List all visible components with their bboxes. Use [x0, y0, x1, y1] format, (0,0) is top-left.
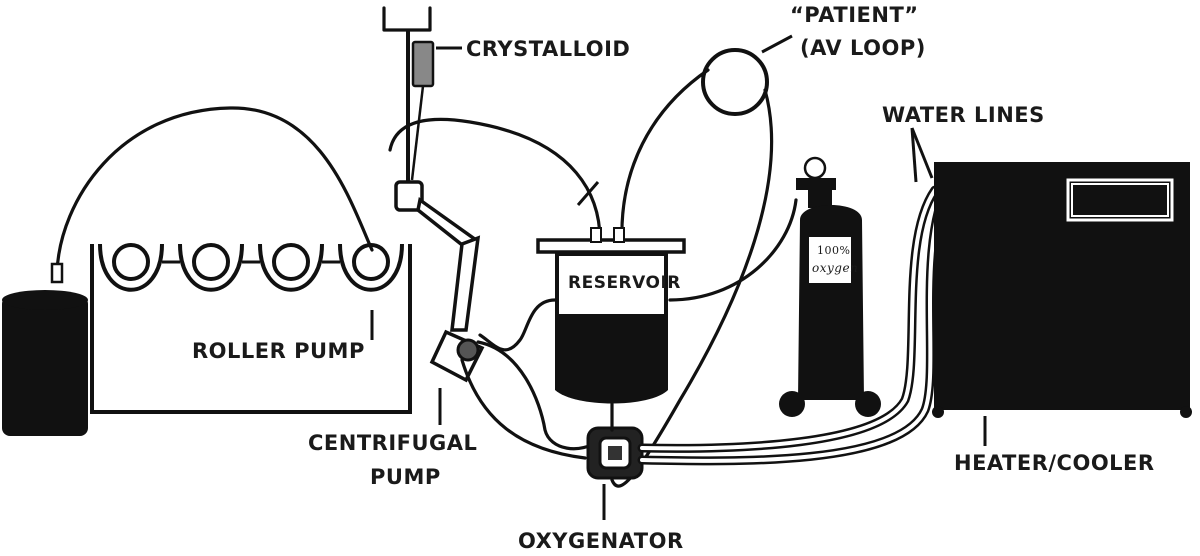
water-lines-leader-b — [910, 127, 934, 179]
roller-head-4 — [338, 243, 404, 292]
patient-label-line1: “PATIENT” — [790, 3, 919, 27]
roller-head-2 — [178, 243, 244, 292]
centrifugal-label-line1: CENTRIFUGAL — [308, 431, 477, 455]
crystalloid-label: CRYSTALLOID — [466, 37, 630, 61]
oxygen-tank — [779, 156, 881, 417]
oxygenator-label: OXYGENATOR — [518, 529, 684, 553]
gas-line — [668, 198, 798, 302]
centrifugal-pump — [429, 329, 485, 383]
patient-leader — [761, 34, 793, 54]
centrifugal-label-line2: PUMP — [370, 465, 441, 489]
heater-cooler-label: HEATER/COOLER — [954, 451, 1155, 475]
reservoir — [536, 227, 686, 404]
water-lines-label: WATER LINES — [882, 103, 1045, 127]
iv-pole — [382, 6, 432, 190]
roller-head-3 — [258, 243, 324, 292]
patient-label-line2: (AV LOOP) — [800, 36, 926, 60]
roller-pump — [90, 243, 412, 414]
water-lines — [637, 175, 955, 466]
reservoir-label: RESERVOIR — [568, 273, 681, 293]
roller-head-1 — [98, 243, 164, 292]
oxygen-label-line2: oxygen — [812, 261, 858, 275]
oxygenator — [586, 426, 644, 480]
reservoir-to-pump-tubing — [478, 298, 557, 352]
roller-pump-label: ROLLER PUMP — [192, 339, 365, 363]
oxygen-label-line1: 100% — [817, 244, 850, 257]
patient-av-loop — [388, 48, 774, 488]
pump-tubing — [476, 340, 602, 451]
suction-canister — [2, 262, 88, 436]
crystalloid-bag — [410, 40, 435, 181]
water-lines-leader-a — [910, 127, 918, 183]
pump-inlet-tubing — [460, 358, 587, 460]
heater-cooler-unit — [932, 162, 1192, 418]
centrifugal-arm — [394, 180, 481, 332]
roller-tubing — [55, 106, 374, 274]
